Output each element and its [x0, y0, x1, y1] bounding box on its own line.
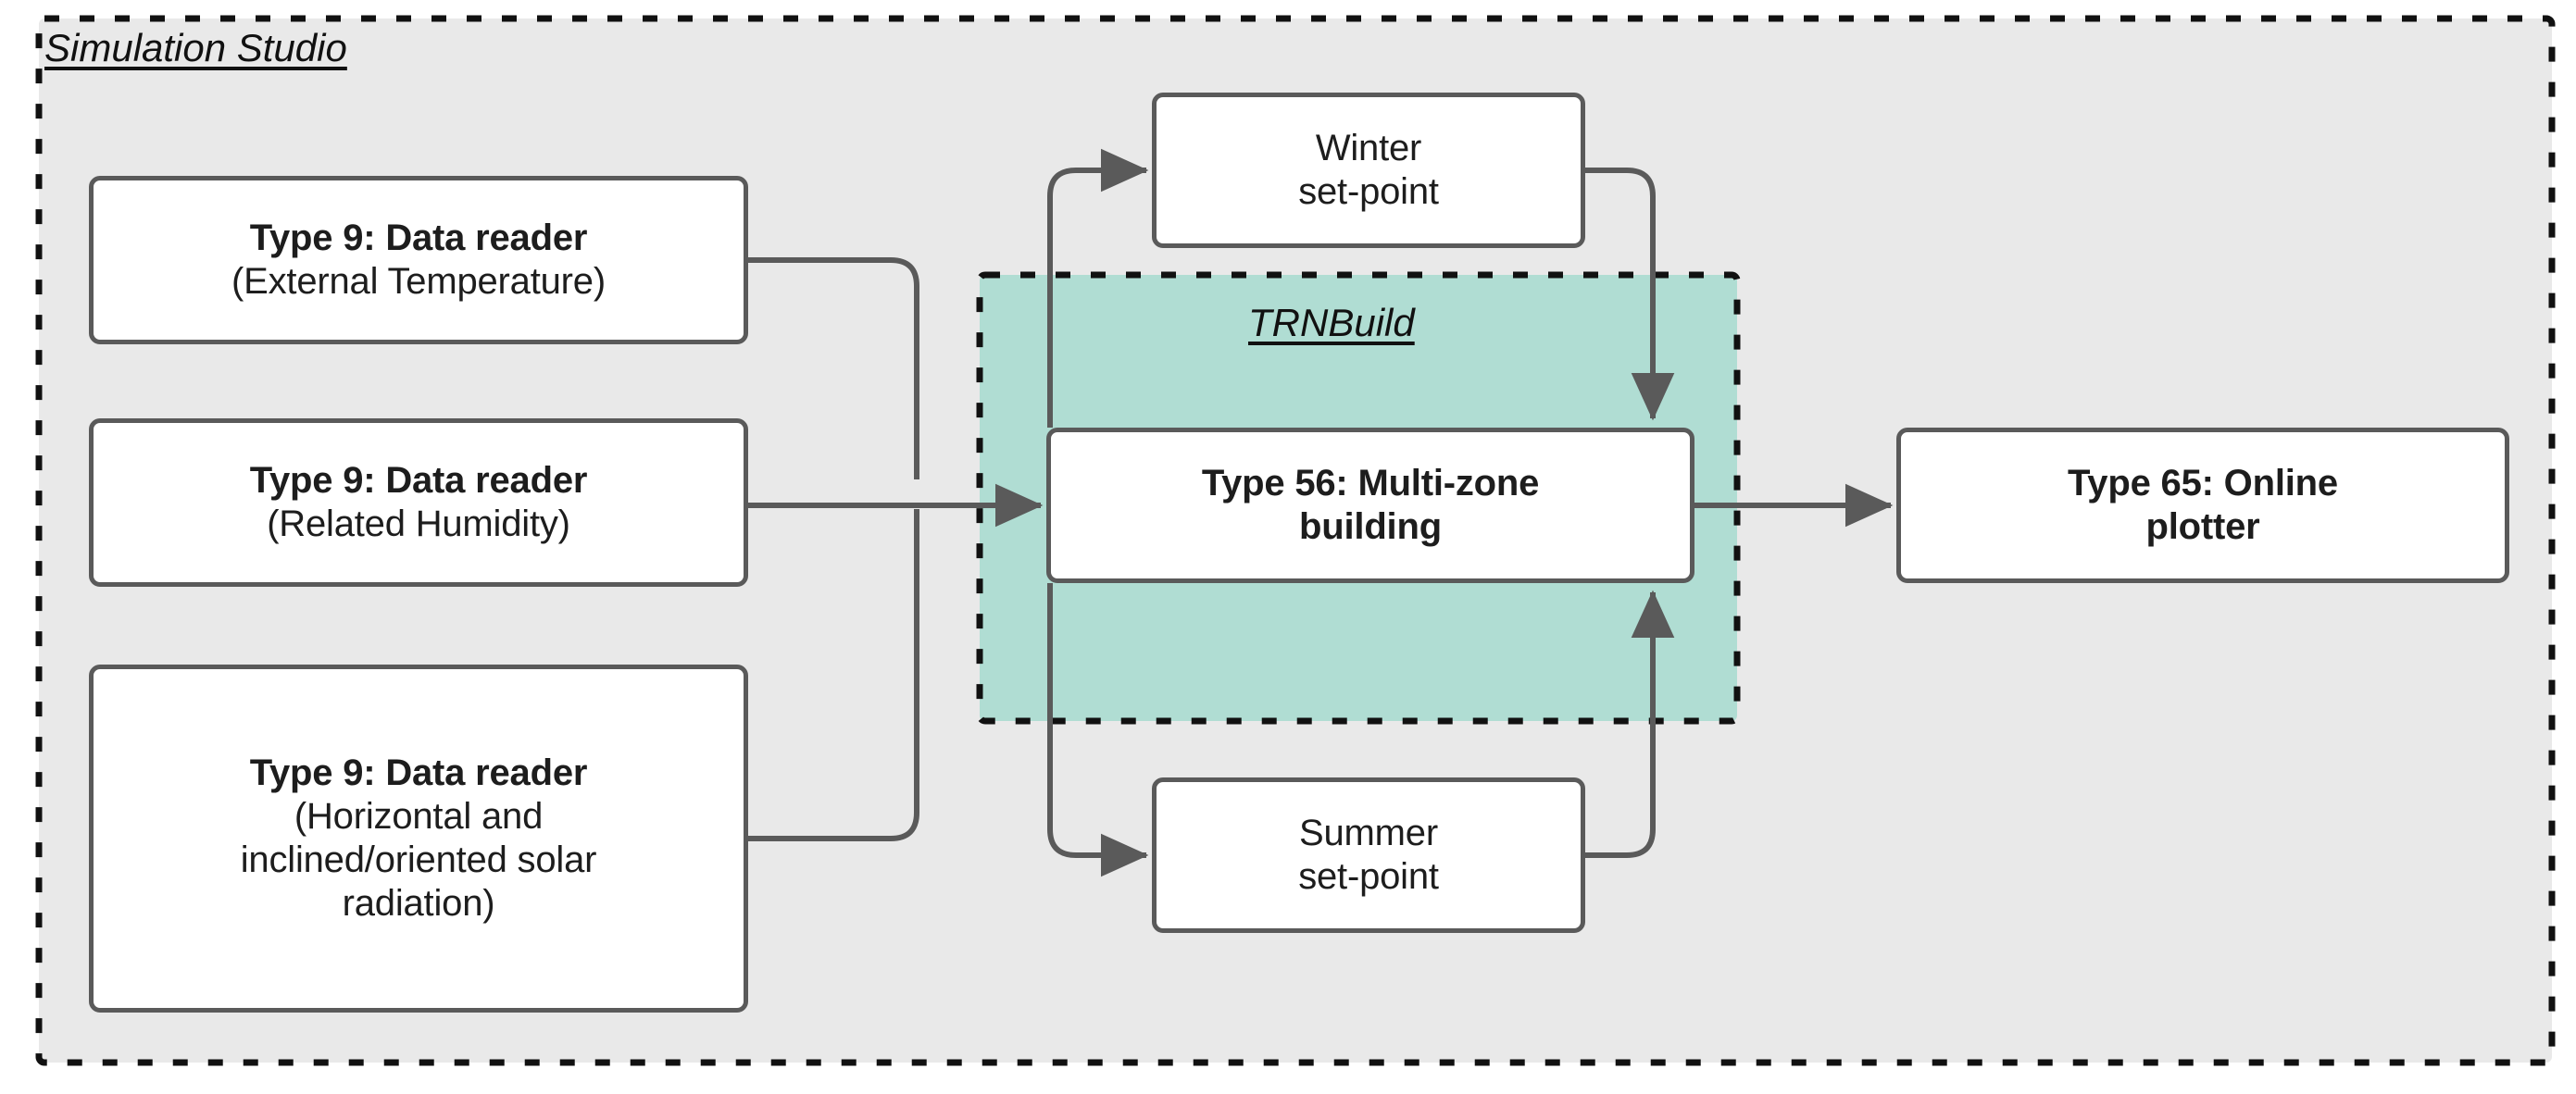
node-subtitle-line2: inclined/oriented solar	[240, 839, 597, 880]
node-line1: Type 65: Online	[2068, 462, 2338, 503]
connector-building-to-winter-setpoint	[1047, 148, 1149, 428]
node-line1: Summer	[1299, 812, 1438, 853]
connector-solar-to-building	[748, 509, 919, 841]
node-subtitle: (Related Humidity)	[267, 503, 570, 544]
node-subtitle-line1: (Horizontal and	[294, 795, 544, 837]
node-line1: Type 56: Multi-zone	[1201, 462, 1540, 503]
connector-building-to-summer-setpoint	[1047, 583, 1149, 877]
connector-summer-setpoint-to-building	[1585, 590, 1675, 858]
connector-winter-setpoint-to-building	[1585, 168, 1675, 421]
node-line2: set-point	[1298, 856, 1439, 897]
node-subtitle: (External Temperature)	[231, 261, 606, 302]
trnbuild-label: TRNBuild	[1248, 301, 1415, 344]
node-data-reader-temperature[interactable]: Type 9: Data reader (External Temperatur…	[89, 176, 748, 344]
node-line2: building	[1299, 506, 1442, 547]
node-line1: Winter	[1315, 127, 1422, 168]
node-title: Type 9: Data reader	[249, 217, 588, 258]
node-multizone-building[interactable]: Type 56: Multi-zone building	[1046, 428, 1694, 583]
node-winter-setpoint[interactable]: Winter set-point	[1152, 93, 1585, 248]
simulation-studio-label: Simulation Studio	[44, 26, 347, 69]
node-data-reader-solar[interactable]: Type 9: Data reader (Horizontal and incl…	[89, 665, 748, 1013]
node-line2: plotter	[2145, 506, 2260, 547]
node-subtitle-line3: radiation)	[342, 883, 495, 925]
node-line2: set-point	[1298, 171, 1439, 212]
node-title: Type 9: Data reader	[249, 752, 588, 793]
node-data-reader-humidity[interactable]: Type 9: Data reader (Related Humidity)	[89, 418, 748, 587]
connector-temperature-to-building	[748, 257, 919, 479]
node-online-plotter[interactable]: Type 65: Online plotter	[1896, 428, 2509, 583]
node-summer-setpoint[interactable]: Summer set-point	[1152, 777, 1585, 933]
node-title: Type 9: Data reader	[249, 459, 588, 501]
